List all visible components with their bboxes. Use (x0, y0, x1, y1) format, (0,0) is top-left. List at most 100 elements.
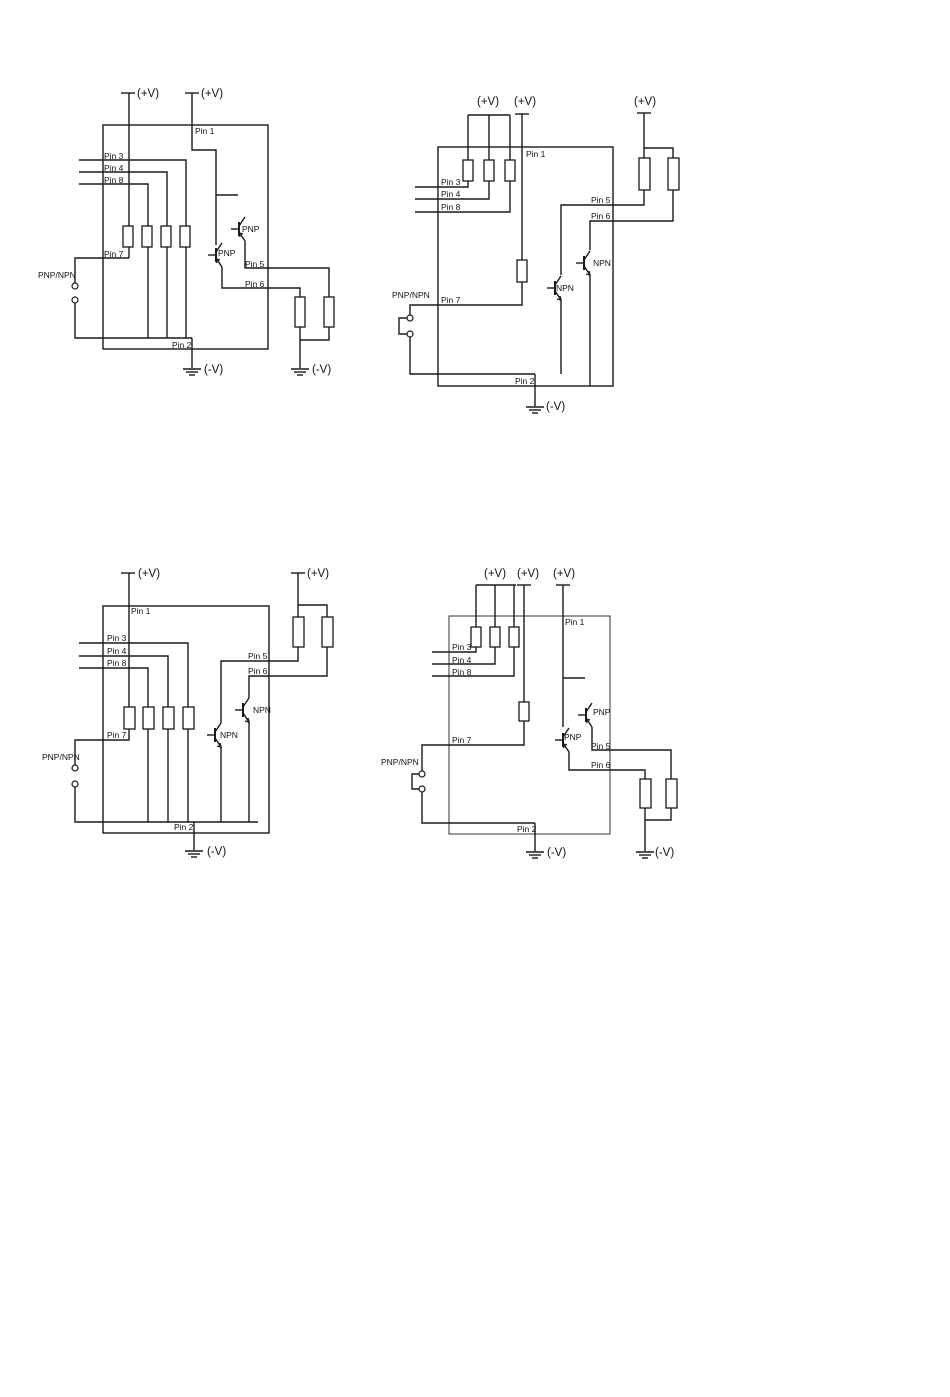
resistor (294, 296, 306, 328)
transistor-label: PNP (564, 732, 582, 742)
supply-label: (+V) (307, 568, 329, 580)
terminal-icon (406, 330, 414, 338)
pin-label: Pin 7 (104, 249, 124, 259)
supply-label: (+V) (138, 568, 160, 580)
pin-label: Pin 5 (245, 259, 265, 269)
diagram-3-enclosure (102, 605, 270, 834)
npn-transistor-icon (575, 250, 591, 276)
pin-label: Pin 5 (591, 741, 611, 751)
pin-label: Pin 2 (515, 376, 535, 386)
pnp-npn-label: PNP/NPN (42, 752, 80, 762)
ground-icon (635, 851, 655, 859)
supply-label: (+V) (484, 568, 506, 580)
ground-label: (-V) (312, 364, 331, 376)
pin-label: Pin 3 (107, 633, 127, 643)
resistor (162, 706, 175, 730)
resistor (516, 259, 528, 283)
supply-label: (+V) (517, 568, 539, 580)
diagram-3-npn: (+V) (+V) (-V) Pin 1 Pin 3 Pin 4 Pin 8 P… (42, 568, 334, 858)
terminal-icon (418, 770, 426, 778)
diagram-4-pnp: (+V) (+V) (+V) (-V) (-V) Pin 1 Pin 3 Pin… (381, 568, 678, 859)
npn-transistor-icon (206, 722, 222, 748)
ground-icon (182, 368, 202, 376)
diagram-1-enclosure (102, 124, 269, 350)
resistor (504, 159, 516, 182)
supply-label: (+V) (514, 96, 536, 108)
ground-label: (-V) (207, 846, 226, 858)
transistor-label: NPN (556, 283, 574, 293)
ground-icon (290, 368, 310, 376)
pin-label: Pin 4 (104, 163, 124, 173)
ground-label: (-V) (547, 847, 566, 859)
resistor (142, 706, 155, 730)
supply-label: (+V) (477, 96, 499, 108)
pin-label: Pin 6 (591, 760, 611, 770)
resistor (122, 225, 134, 248)
pin-label: Pin 3 (452, 642, 472, 652)
pin-label: Pin 8 (441, 202, 461, 212)
pin-label: Pin 8 (107, 658, 127, 668)
diagram-2-npn: (+V) (+V) (+V) (-V) Pin 1 Pin 3 Pin 4 Pi… (392, 96, 680, 414)
resistor (483, 159, 495, 182)
ground-label: (-V) (655, 847, 674, 859)
pin-label: Pin 1 (526, 149, 546, 159)
ground-label: (-V) (204, 364, 223, 376)
transistor-label: NPN (593, 258, 611, 268)
terminal-icon (406, 314, 414, 322)
pin-label: Pin 4 (452, 655, 472, 665)
terminal-icon (71, 282, 79, 290)
ground-label: (-V) (546, 401, 565, 413)
pin-label: Pin 1 (195, 126, 215, 136)
pin-label: Pin 5 (248, 651, 268, 661)
resistor (462, 159, 474, 182)
transistor-label: PNP (218, 248, 236, 258)
ground-icon (525, 406, 545, 414)
transistor-label: NPN (253, 705, 271, 715)
resistor (123, 706, 136, 730)
pin-label: Pin 6 (245, 279, 265, 289)
pin-label: Pin 4 (441, 189, 461, 199)
pin-label: Pin 1 (565, 617, 585, 627)
diagram-2-enclosure (437, 146, 614, 387)
resistor (323, 296, 335, 328)
ground-icon (184, 850, 204, 858)
pin-label: Pin 5 (591, 195, 611, 205)
diagram-1-pnp: (+V) (+V) (-V) (-V) Pin 1 Pin 3 Pin 4 Pi… (38, 88, 335, 376)
pin-label: Pin 4 (107, 646, 127, 656)
pin-label: Pin 7 (441, 295, 461, 305)
terminal-icon (71, 296, 79, 304)
terminal-icon (418, 785, 426, 793)
ground-icon (525, 851, 545, 859)
resistor (470, 626, 482, 648)
resistor (665, 778, 678, 809)
pin-label: Pin 3 (104, 151, 124, 161)
resistor (638, 157, 651, 191)
transistor-label: PNP (242, 224, 260, 234)
transistor-label: NPN (220, 730, 238, 740)
pnp-transistor-icon (577, 702, 593, 728)
resistor (518, 701, 530, 722)
pin-label: Pin 6 (591, 211, 611, 221)
pin-label: Pin 8 (452, 667, 472, 677)
pin-label: Pin 1 (131, 606, 151, 616)
supply-label: (+V) (634, 96, 656, 108)
resistor (160, 225, 172, 248)
pnp-npn-label: PNP/NPN (381, 757, 419, 767)
pin-label: Pin 8 (104, 175, 124, 185)
pnp-npn-label: PNP/NPN (38, 270, 76, 280)
resistor (292, 616, 305, 648)
resistor (321, 616, 334, 648)
resistor (179, 225, 191, 248)
resistor (141, 225, 153, 248)
npn-transistor-icon (234, 697, 250, 723)
diagram-4-enclosure (448, 615, 611, 835)
pnp-npn-label: PNP/NPN (392, 290, 430, 300)
terminal-icon (71, 764, 79, 772)
resistor (667, 157, 680, 191)
pin-label: Pin 3 (441, 177, 461, 187)
supply-label: (+V) (137, 88, 159, 100)
supply-label: (+V) (201, 88, 223, 100)
pin-label: Pin 7 (107, 730, 127, 740)
resistor (489, 626, 501, 648)
pin-label: Pin 2 (172, 340, 192, 350)
